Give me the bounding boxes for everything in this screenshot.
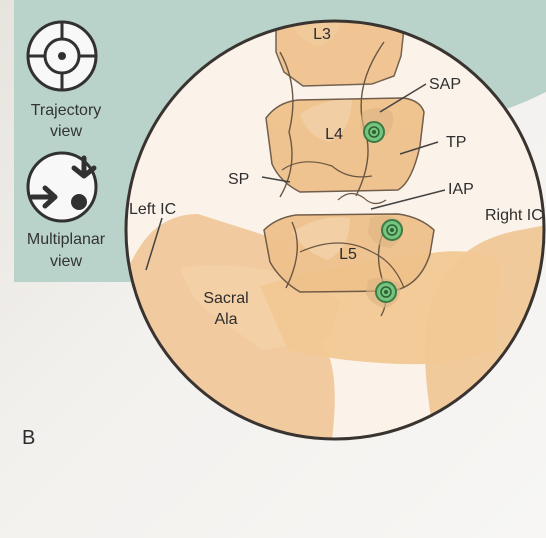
iap-label: IAP [448,181,474,198]
l5-screw-marker [382,220,402,240]
multiplanar-view-icon [28,153,96,221]
sacral-label-line-2: Ala [214,311,237,328]
trajectory-view-icon [28,22,96,90]
trajectory-target-dot [58,52,66,60]
tp-label: TP [446,134,466,151]
l3-label: L3 [313,26,331,43]
sp-label: SP [228,171,249,188]
trajectory-label-line-1: Trajectory [31,102,102,119]
panel-label: B [22,428,35,448]
multiplanar-label-line-1: Multiplanar [27,231,106,248]
trajectory-label-line-2: view [50,123,82,140]
l4-label: L4 [325,126,343,143]
sacral-screw-marker [376,282,396,302]
sap-label: SAP [429,76,461,93]
multiplanar-center-dot [71,194,87,210]
right-ic-label: Right IC [485,207,543,224]
multiplanar-label-line-2: view [50,253,82,270]
sacral-label-line-1: Sacral [203,290,248,307]
l4-screw-marker [364,122,384,142]
l5-label: L5 [339,246,357,263]
left-ic-label: Left IC [129,201,176,218]
